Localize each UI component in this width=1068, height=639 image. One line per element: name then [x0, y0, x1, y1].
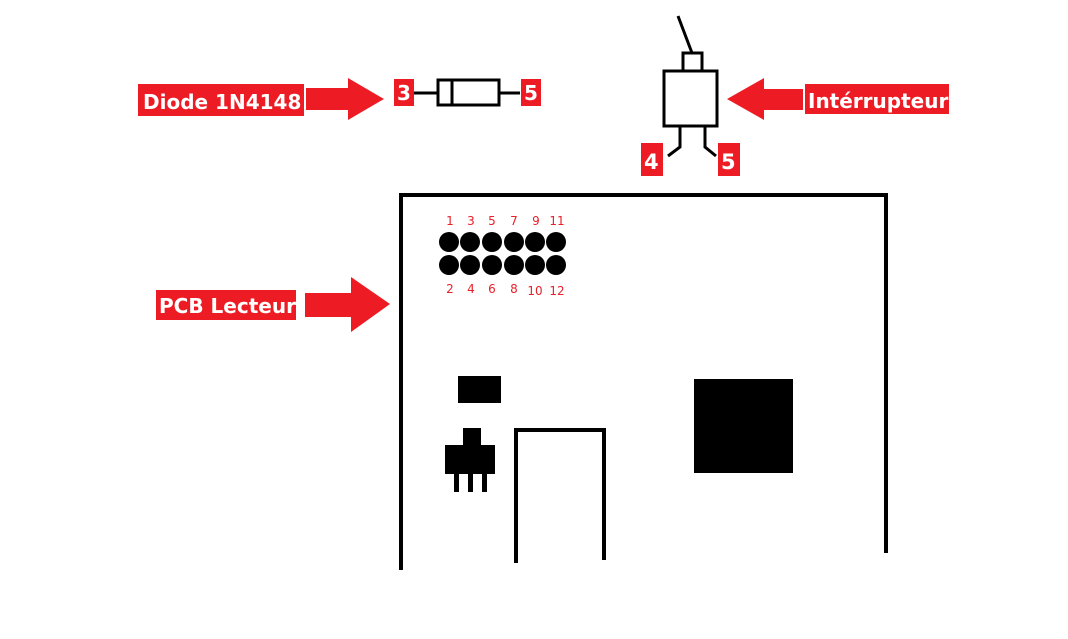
switch-leg-left	[667, 126, 682, 158]
header-pin-label: 2	[446, 282, 454, 296]
switch-actuator	[681, 51, 704, 73]
diode-pin-left: 3	[397, 81, 411, 105]
header-pin-label: 12	[549, 284, 564, 298]
header-pin	[439, 255, 459, 275]
diode-label: Diode 1N4148	[143, 90, 301, 114]
header-pin	[460, 255, 480, 275]
header-pin	[504, 232, 524, 252]
diode-label-box	[138, 84, 304, 116]
switch-body	[662, 69, 719, 128]
header-pin	[546, 255, 566, 275]
switch-leg-right	[703, 126, 717, 158]
header-pin	[525, 232, 545, 252]
switch-arrow	[727, 78, 803, 120]
switch-symbol: 4 5	[641, 15, 740, 176]
diode-pin-right-box	[521, 79, 541, 106]
diode-arrow	[306, 78, 384, 120]
regulator-component	[445, 428, 495, 492]
header-pin-label: 5	[488, 214, 496, 228]
connector-slot	[514, 428, 606, 563]
ic-chip	[694, 379, 793, 473]
header-pin-label: 9	[532, 214, 540, 228]
diode-pin-right: 5	[524, 81, 538, 105]
pcb-arrow	[305, 277, 390, 332]
header-pin-label: 4	[467, 282, 475, 296]
diode-symbol: 3 5	[394, 78, 541, 107]
header-pin	[504, 255, 524, 275]
pcb-outline	[399, 193, 888, 570]
header-pin-label: 11	[549, 214, 564, 228]
switch-pin-left-box	[641, 143, 663, 176]
regulator-leg	[482, 473, 487, 492]
header-pin	[546, 232, 566, 252]
pcb-label: PCB Lecteur	[159, 294, 296, 318]
switch-label-box	[805, 84, 949, 114]
pcb-board: 1 3 5 7 9 11 2 4 6 8 10	[399, 193, 888, 570]
switch-pin-right-box	[718, 143, 740, 176]
switch-callout: Intérrupteur	[727, 78, 949, 120]
header-labels-bottom: 2 4 6 8 10 12	[446, 282, 564, 298]
header-connector	[439, 232, 566, 275]
regulator-tab	[463, 428, 481, 446]
pcb-label-box	[156, 290, 296, 320]
diode-body	[436, 78, 501, 107]
regulator-leg	[468, 473, 473, 492]
header-pin	[482, 255, 502, 275]
header-pin-label: 8	[510, 282, 518, 296]
header-pin	[525, 255, 545, 275]
switch-pin-left: 4	[644, 150, 659, 174]
pcb-callout: PCB Lecteur	[156, 277, 390, 332]
regulator-body	[445, 445, 495, 474]
header-pin-label: 1	[446, 214, 454, 228]
header-pin-label: 3	[467, 214, 475, 228]
header-pin-label: 10	[527, 284, 542, 298]
header-pin	[439, 232, 459, 252]
diode-pin-left-box	[394, 79, 414, 106]
switch-lever	[676, 15, 694, 54]
smd-component	[458, 376, 501, 403]
diode-callout: Diode 1N4148	[138, 78, 384, 120]
header-pin-label: 6	[488, 282, 496, 296]
regulator-leg	[454, 473, 459, 492]
header-pin-label: 7	[510, 214, 518, 228]
switch-pin-right: 5	[721, 150, 736, 174]
header-pin	[460, 232, 480, 252]
header-labels-top: 1 3 5 7 9 11	[446, 214, 564, 228]
switch-label: Intérrupteur	[808, 89, 948, 113]
header-pin	[482, 232, 502, 252]
